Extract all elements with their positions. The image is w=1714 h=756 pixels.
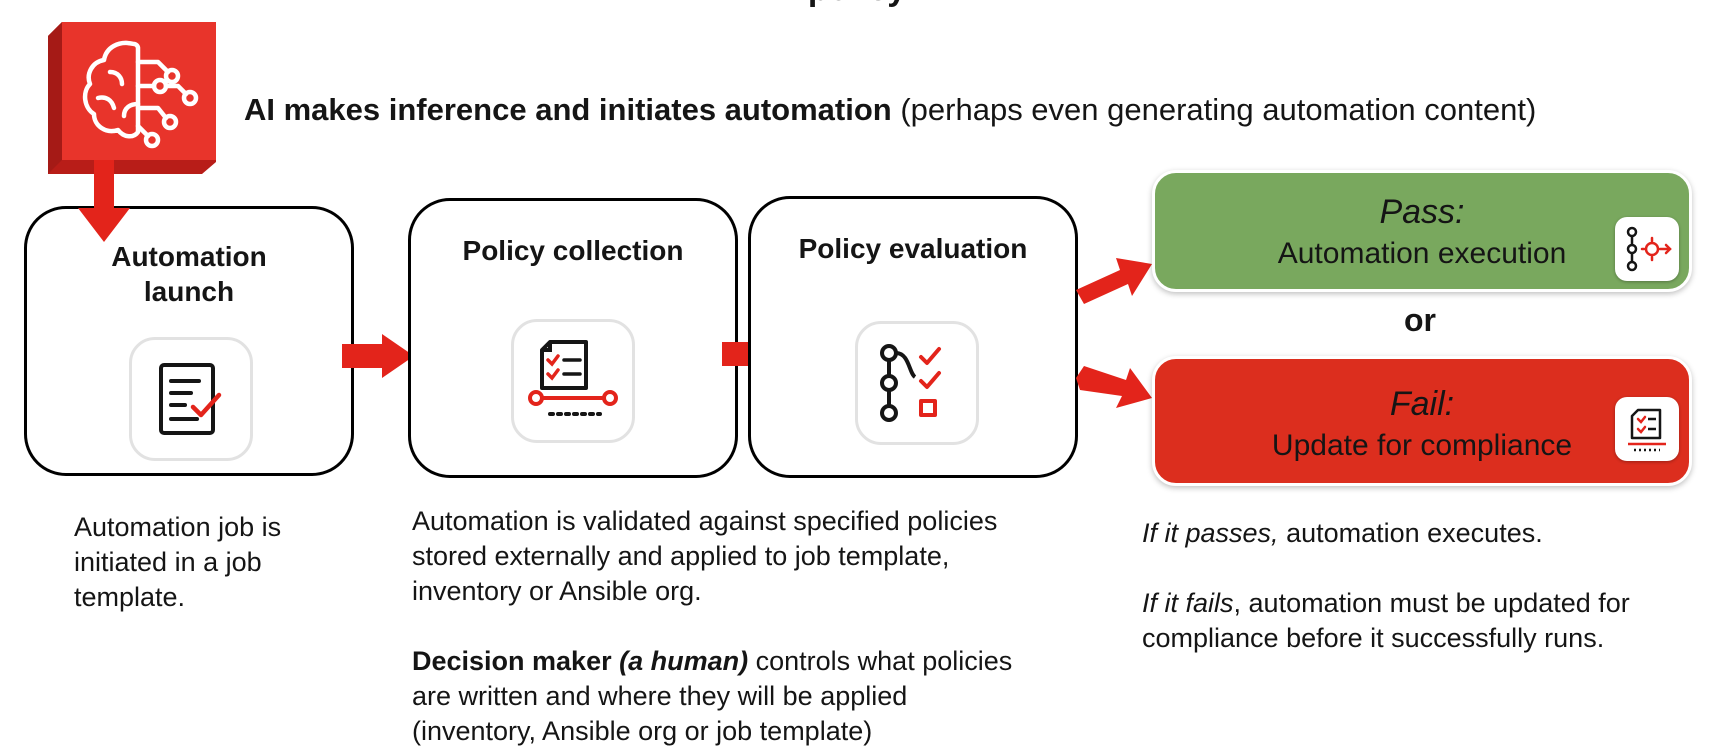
pass-sub: Automation execution xyxy=(1277,237,1567,270)
step-policy-evaluation: Policy evaluation xyxy=(748,196,1078,478)
step-policy-collection: Policy collection xyxy=(408,198,738,478)
page-title: policy xyxy=(0,0,1714,9)
compliance-document-icon xyxy=(1615,397,1679,461)
fail-arrow-icon xyxy=(1076,362,1152,423)
step-title: Policy collection xyxy=(462,235,684,266)
decision-maker-description: Decision maker (a human) controls what p… xyxy=(412,646,1013,746)
or-label: or xyxy=(1404,302,1436,338)
headline-rest: (perhaps even generating automation cont… xyxy=(891,92,1537,127)
fail-description: If it fails, automation must be updated … xyxy=(1142,588,1630,653)
fail-sub: Update for compliance xyxy=(1271,429,1573,462)
step-title: Policy evaluation xyxy=(798,233,1028,264)
step-automation-launch: Automation launch xyxy=(24,206,354,476)
ai-brain-cube-icon xyxy=(48,22,216,174)
fail-lead: Fail: xyxy=(1389,385,1455,423)
checklist-document-icon xyxy=(129,337,253,461)
launch-description: Automation job is initiated in a job tem… xyxy=(74,512,282,612)
workflow-checklist-icon xyxy=(855,321,979,445)
pass-arrow-icon xyxy=(1076,252,1152,313)
right-arrow-icon xyxy=(342,334,414,383)
pass-outcome: Pass: Automation execution xyxy=(1152,170,1692,292)
pass-description: If it passes, automation executes. xyxy=(1142,518,1543,548)
policy-description: Automation is validated against specifie… xyxy=(412,506,998,606)
headline-bold: AI makes inference and initiates automat… xyxy=(244,92,892,127)
fail-outcome: Fail: Update for compliance xyxy=(1152,356,1692,486)
down-arrow-icon xyxy=(78,160,130,247)
headline: AI makes inference and initiates automat… xyxy=(244,92,1536,128)
policy-document-icon xyxy=(511,319,635,443)
automation-gear-icon xyxy=(1615,217,1679,281)
step-title: Automation launch xyxy=(111,241,267,307)
pass-lead: Pass: xyxy=(1379,193,1465,231)
